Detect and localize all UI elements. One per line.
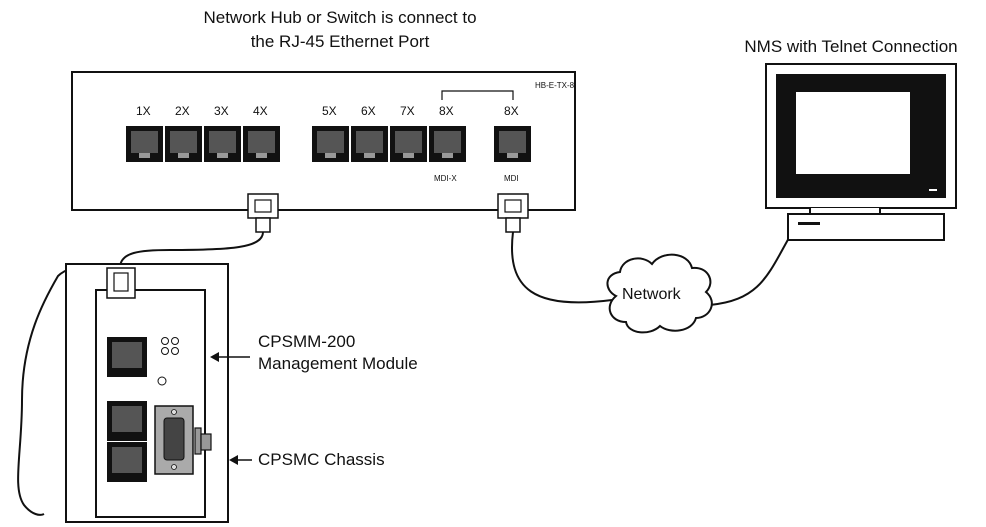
computer-base (787, 213, 945, 241)
chassis-label: CPSMC Chassis (258, 450, 385, 469)
rj45-plug-module (106, 267, 136, 299)
port-8x-bracket (441, 90, 514, 100)
port-label-8x-mdix: 8X (439, 104, 454, 118)
monitor-screen (796, 92, 910, 174)
cable-hub-to-module (119, 231, 264, 269)
module-label-line-2: Management Module (258, 354, 418, 373)
hub-ports (126, 126, 531, 162)
rj45-plug-hub-left (247, 193, 279, 233)
port-label-2x: 2X (175, 104, 190, 118)
rj45-port-7x (390, 126, 427, 162)
module-label-line-1: CPSMM-200 (258, 332, 356, 351)
port-label-4x: 4X (253, 104, 268, 118)
port-label-1x: 1X (136, 104, 151, 118)
title-line-2: the RJ-45 Ethernet Port (250, 32, 430, 51)
module-label: CPSMM-200 Management Module (258, 331, 418, 375)
nms-computer (765, 63, 957, 241)
cloud-label: Network (622, 286, 681, 303)
rj45-port-8x-mdix (429, 126, 466, 162)
rj45-port-3x (204, 126, 241, 162)
port-label-6x: 6X (361, 104, 376, 118)
rj45-port-4x (243, 126, 280, 162)
rj45-port-1x (126, 126, 163, 162)
rj45-plug-hub-right (497, 193, 529, 233)
hub-model-label: HB-E-TX-8 (535, 81, 575, 90)
status-leds (157, 337, 179, 386)
module-rj45-port-top (107, 337, 147, 377)
cable-hub-to-network (511, 231, 613, 304)
module-rj45-port-mid (107, 401, 147, 441)
nms-label: NMS with Telnet Connection (744, 37, 958, 56)
rj45-port-5x (312, 126, 349, 162)
port-label-8x-mdi: 8X (504, 104, 519, 118)
network-cloud (606, 253, 713, 334)
module-rj45-port-bottom (107, 442, 147, 482)
port-label-3x: 3X (214, 104, 229, 118)
cable-network-to-nms (709, 235, 791, 306)
chassis-latch (194, 427, 212, 455)
port-label-7x: 7X (400, 104, 415, 118)
port-label-5x: 5X (322, 104, 337, 118)
mdi-label: MDI (504, 174, 519, 183)
diagram-title: Network Hub or Switch is connect to the … (150, 6, 530, 54)
rj45-port-8x-mdi (494, 126, 531, 162)
rj45-port-6x (351, 126, 388, 162)
title-line-1: Network Hub or Switch is connect to (203, 8, 477, 27)
serial-db9-port (154, 405, 194, 475)
rj45-port-2x (165, 126, 202, 162)
arrow-to-chassis (229, 455, 252, 465)
mdi-x-label: MDI-X (434, 174, 457, 183)
arrow-to-module (210, 352, 250, 362)
